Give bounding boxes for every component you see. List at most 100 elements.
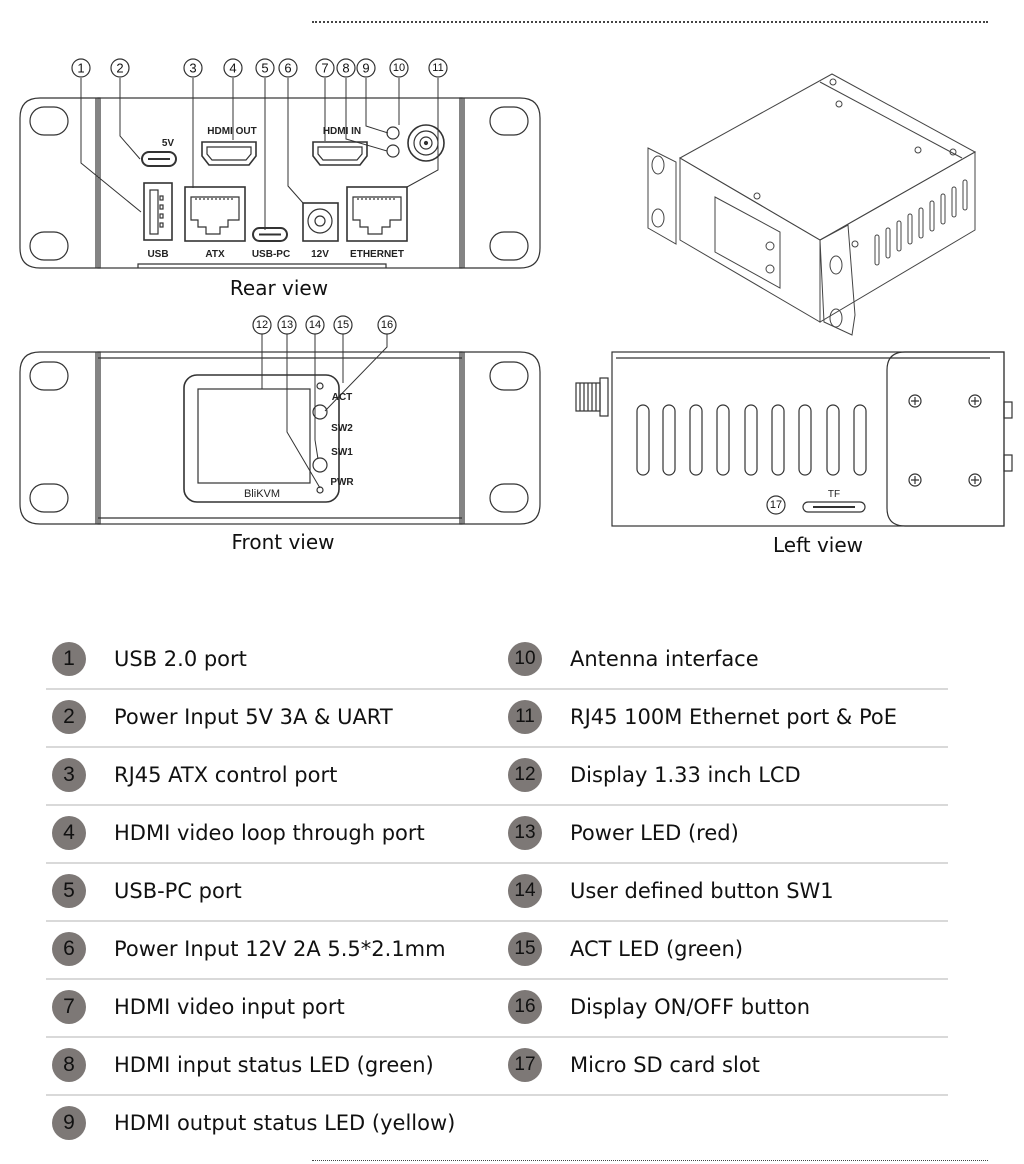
screw-icon bbox=[908, 394, 922, 408]
legend-description: User defined button SW1 bbox=[570, 879, 834, 903]
callout-13-num: 13 bbox=[281, 319, 293, 331]
callout-9-num: 9 bbox=[362, 61, 369, 76]
callout-2-num: 2 bbox=[116, 61, 123, 76]
legend-row: 11 RJ45 100M Ethernet port & PoE bbox=[508, 688, 897, 746]
screw-icon bbox=[753, 192, 761, 200]
number-badge: 14 bbox=[508, 874, 542, 908]
callout-10-num: 10 bbox=[393, 62, 405, 74]
callout-6-num: 6 bbox=[284, 61, 291, 76]
tf-card-slot bbox=[802, 501, 866, 513]
display-panel bbox=[714, 196, 781, 289]
callout-17 bbox=[766, 495, 786, 515]
mount-hole bbox=[29, 483, 69, 513]
number-badge: 15 bbox=[508, 932, 542, 966]
legend-description: Antenna interface bbox=[570, 647, 759, 671]
number-badge: 11 bbox=[508, 700, 542, 734]
number-badge: 2 bbox=[52, 700, 86, 734]
label-12v: 12V bbox=[311, 249, 329, 260]
antenna-connector bbox=[575, 377, 609, 417]
screw-icon bbox=[914, 146, 922, 154]
usb-c-pc-port bbox=[252, 227, 288, 242]
front-left-bracket bbox=[19, 351, 101, 525]
hdmi-output-led bbox=[386, 126, 400, 140]
legend-row: 13 Power LED (red) bbox=[508, 804, 739, 862]
legend-row: 15 ACT LED (green) bbox=[508, 920, 743, 978]
number-badge: 6 bbox=[52, 932, 86, 966]
act-led bbox=[316, 382, 324, 390]
bottom-divider bbox=[312, 1160, 988, 1161]
number-badge: 5 bbox=[52, 874, 86, 908]
front-body bbox=[97, 351, 463, 525]
number-badge: 7 bbox=[52, 990, 86, 1024]
label-usb-pc: USB-PC bbox=[252, 249, 290, 260]
callout-13 bbox=[277, 315, 297, 335]
callout-11-num: 11 bbox=[432, 62, 443, 74]
callout-4 bbox=[223, 58, 243, 78]
label-sw1: SW1 bbox=[331, 447, 353, 458]
callout-1 bbox=[71, 58, 91, 78]
callout-8 bbox=[336, 58, 356, 78]
callout-15 bbox=[333, 315, 353, 335]
screw-icon bbox=[835, 100, 843, 108]
legend-row: 12 Display 1.33 inch LCD bbox=[508, 746, 801, 804]
label-sw2: SW2 bbox=[331, 423, 353, 434]
mount-hole bbox=[29, 231, 69, 261]
rear-left-bracket bbox=[19, 97, 101, 269]
callout-9 bbox=[356, 58, 376, 78]
number-badge: 12 bbox=[508, 758, 542, 792]
screws bbox=[908, 394, 982, 487]
callout-17-num: 17 bbox=[770, 499, 782, 511]
legend-description: Micro SD card slot bbox=[570, 1053, 760, 1077]
ethernet-rj45-port bbox=[346, 186, 408, 242]
screw-icon bbox=[851, 240, 859, 248]
legend-description: Power Input 12V 2A 5.5*2.1mm bbox=[114, 937, 446, 961]
isometric-view-diagram bbox=[647, 73, 977, 336]
callout-15-num: 15 bbox=[337, 319, 349, 331]
legend-description: USB-PC port bbox=[114, 879, 242, 903]
callout-7-num: 7 bbox=[321, 61, 328, 76]
screw-icon bbox=[968, 394, 982, 408]
front-view-diagram: 12 13 14 15 16 ACT SW2 SW1 PWR BliKVM bbox=[19, 315, 541, 525]
mount-hole bbox=[29, 106, 69, 136]
pwr-led bbox=[316, 486, 324, 494]
callout-12-num: 12 bbox=[256, 319, 268, 331]
callout-14-num: 14 bbox=[309, 319, 321, 331]
callout-8-num: 8 bbox=[342, 61, 349, 76]
rear-body bbox=[97, 97, 463, 269]
legend-description: USB 2.0 port bbox=[114, 647, 247, 671]
top-face bbox=[678, 73, 977, 241]
legend-description: HDMI video loop through port bbox=[114, 821, 425, 845]
label-usb: USB bbox=[147, 249, 168, 260]
screw-icon bbox=[968, 473, 982, 487]
brand-label: BliKVM bbox=[244, 488, 280, 500]
legend-description: Power LED (red) bbox=[570, 821, 739, 845]
callout-10 bbox=[389, 58, 409, 78]
left-bracket bbox=[647, 147, 677, 245]
front-right-bracket bbox=[459, 351, 541, 525]
legend-description: ACT LED (green) bbox=[570, 937, 744, 961]
mount-hole bbox=[489, 106, 529, 136]
legend-row: 17 Micro SD card slot bbox=[508, 1036, 760, 1094]
label-hdmi-in: HDMI IN bbox=[323, 126, 361, 137]
number-badge: 10 bbox=[508, 642, 542, 676]
legend-description: Display 1.33 inch LCD bbox=[570, 763, 801, 787]
front-button bbox=[765, 264, 775, 274]
callout-3 bbox=[183, 58, 203, 78]
callout-3-num: 3 bbox=[189, 61, 196, 76]
callout-4-num: 4 bbox=[229, 61, 236, 76]
left-view-caption: Left view bbox=[772, 533, 864, 557]
callout-12 bbox=[252, 315, 272, 335]
callout-2 bbox=[110, 58, 130, 78]
top-divider bbox=[312, 21, 988, 23]
left-vents bbox=[636, 404, 867, 476]
label-tf: TF bbox=[828, 489, 840, 500]
legend-row: 3 RJ45 ATX control port bbox=[46, 746, 948, 806]
legend-row: 1 USB 2.0 port bbox=[46, 630, 948, 690]
rear-view-caption: Rear view bbox=[229, 276, 329, 300]
number-badge: 13 bbox=[508, 816, 542, 850]
mount-hole bbox=[29, 361, 69, 391]
legend-description: RJ45 ATX control port bbox=[114, 763, 338, 787]
legend-row: 6 Power Input 12V 2A 5.5*2.1mm bbox=[46, 920, 948, 980]
callout-16-num: 16 bbox=[381, 319, 393, 331]
callout-5 bbox=[255, 58, 275, 78]
